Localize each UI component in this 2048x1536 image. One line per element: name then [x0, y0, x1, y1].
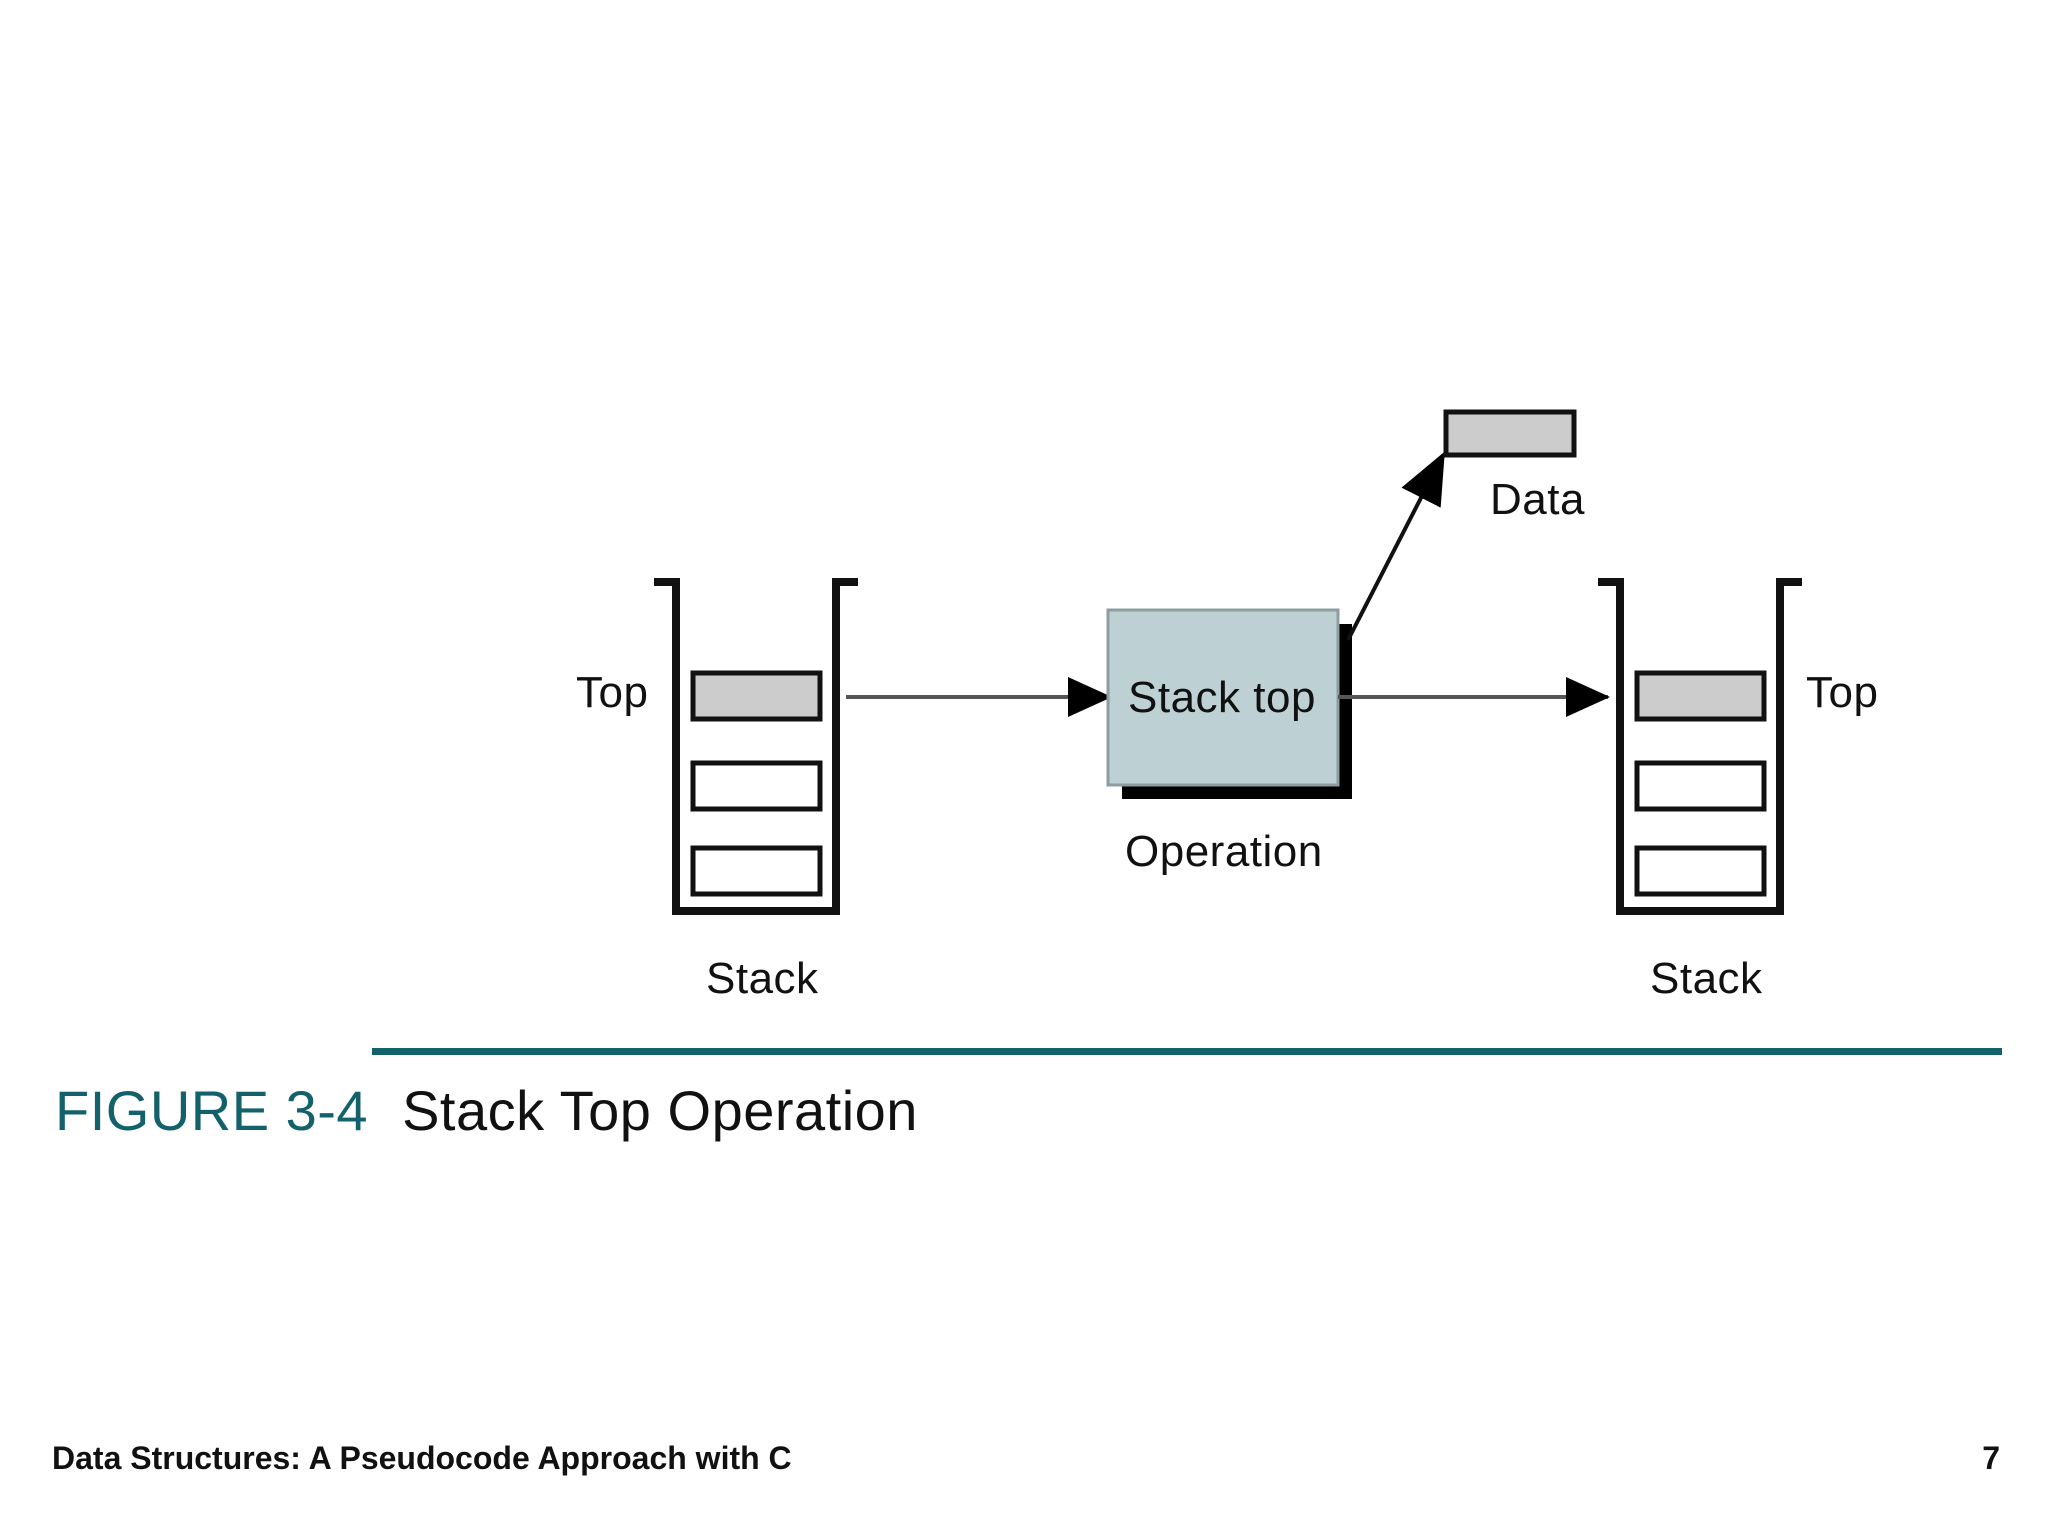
right-stack-cell-2 — [1634, 845, 1767, 897]
left-stack-right-rail — [832, 578, 858, 915]
slide-footer: Data Structures: A Pseudocode Approach w… — [0, 1440, 2048, 1500]
operation-box — [1106, 608, 1340, 787]
right-stack-base-label: Stack — [1650, 954, 1763, 1003]
left-stack-cell-0 — [690, 670, 823, 722]
figure-title: Stack Top Operation — [402, 1079, 918, 1142]
right-stack-right-rail — [1776, 578, 1802, 915]
operation-caption: Operation — [1125, 827, 1323, 876]
figure-diagram: Top Stack Stack top Operation Data Top S… — [576, 409, 1879, 1003]
right-stack-left-rail — [1598, 578, 1624, 915]
footer-book-title: Data Structures: A Pseudocode Approach w… — [52, 1440, 792, 1476]
left-stack-top-label: Top — [576, 668, 649, 717]
right-stack-cell-1 — [1634, 760, 1767, 812]
left-stack-cell-1 — [690, 760, 823, 812]
operation-box-label: Stack top — [1128, 673, 1316, 722]
footer-page-number: 7 — [1982, 1440, 2000, 1476]
data-box-label: Data — [1490, 475, 1585, 524]
left-stack-left-rail — [654, 578, 680, 915]
right-stack-top-label: Top — [1806, 668, 1879, 717]
figure-number: FIGURE 3-4 — [55, 1079, 369, 1142]
left-stack-base-label: Stack — [706, 954, 819, 1003]
right-stack-cell-0 — [1634, 670, 1767, 722]
left-stack — [654, 578, 858, 915]
operation-box-group — [1106, 608, 1352, 799]
left-stack-cell-2 — [690, 845, 823, 897]
right-stack — [1598, 578, 1802, 915]
caption-rule — [372, 1048, 2002, 1055]
figure-caption: FIGURE 3-4 Stack Top Operation — [55, 1078, 1755, 1148]
diagram-svg — [654, 409, 1802, 915]
arrow-operation-to-data — [1346, 451, 1445, 641]
data-box — [1443, 409, 1577, 458]
